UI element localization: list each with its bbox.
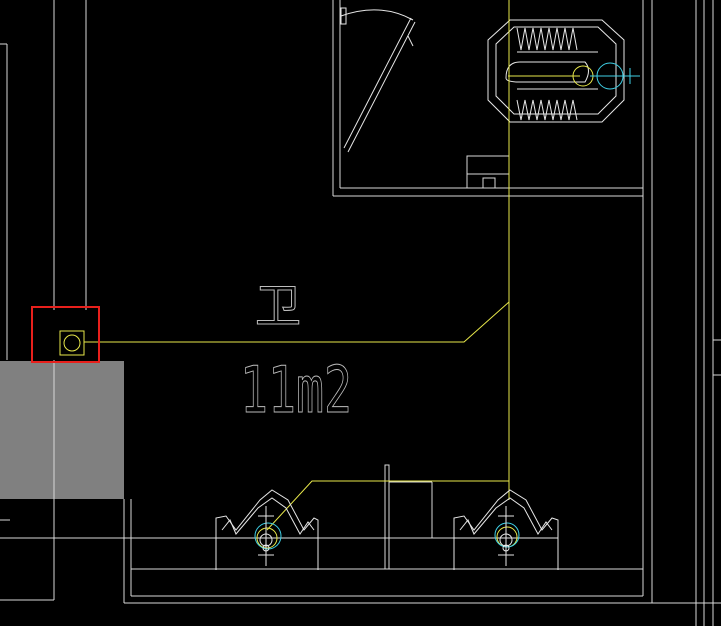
- urinal-icon[interactable]: [215, 489, 319, 570]
- area-label: 11m2: [240, 354, 352, 428]
- floor-drain-icon[interactable]: [59, 330, 85, 356]
- selection-highlight: [31, 306, 100, 363]
- squat-toilet-icon[interactable]: [487, 19, 640, 123]
- drain-pipes: [84, 0, 510, 531]
- shaded-block: [0, 361, 124, 499]
- cubicle-drain-icon: [466, 155, 510, 189]
- urinal-icon[interactable]: [453, 489, 559, 570]
- door-icon[interactable]: [340, 7, 416, 153]
- room-label: 卫: [255, 279, 301, 333]
